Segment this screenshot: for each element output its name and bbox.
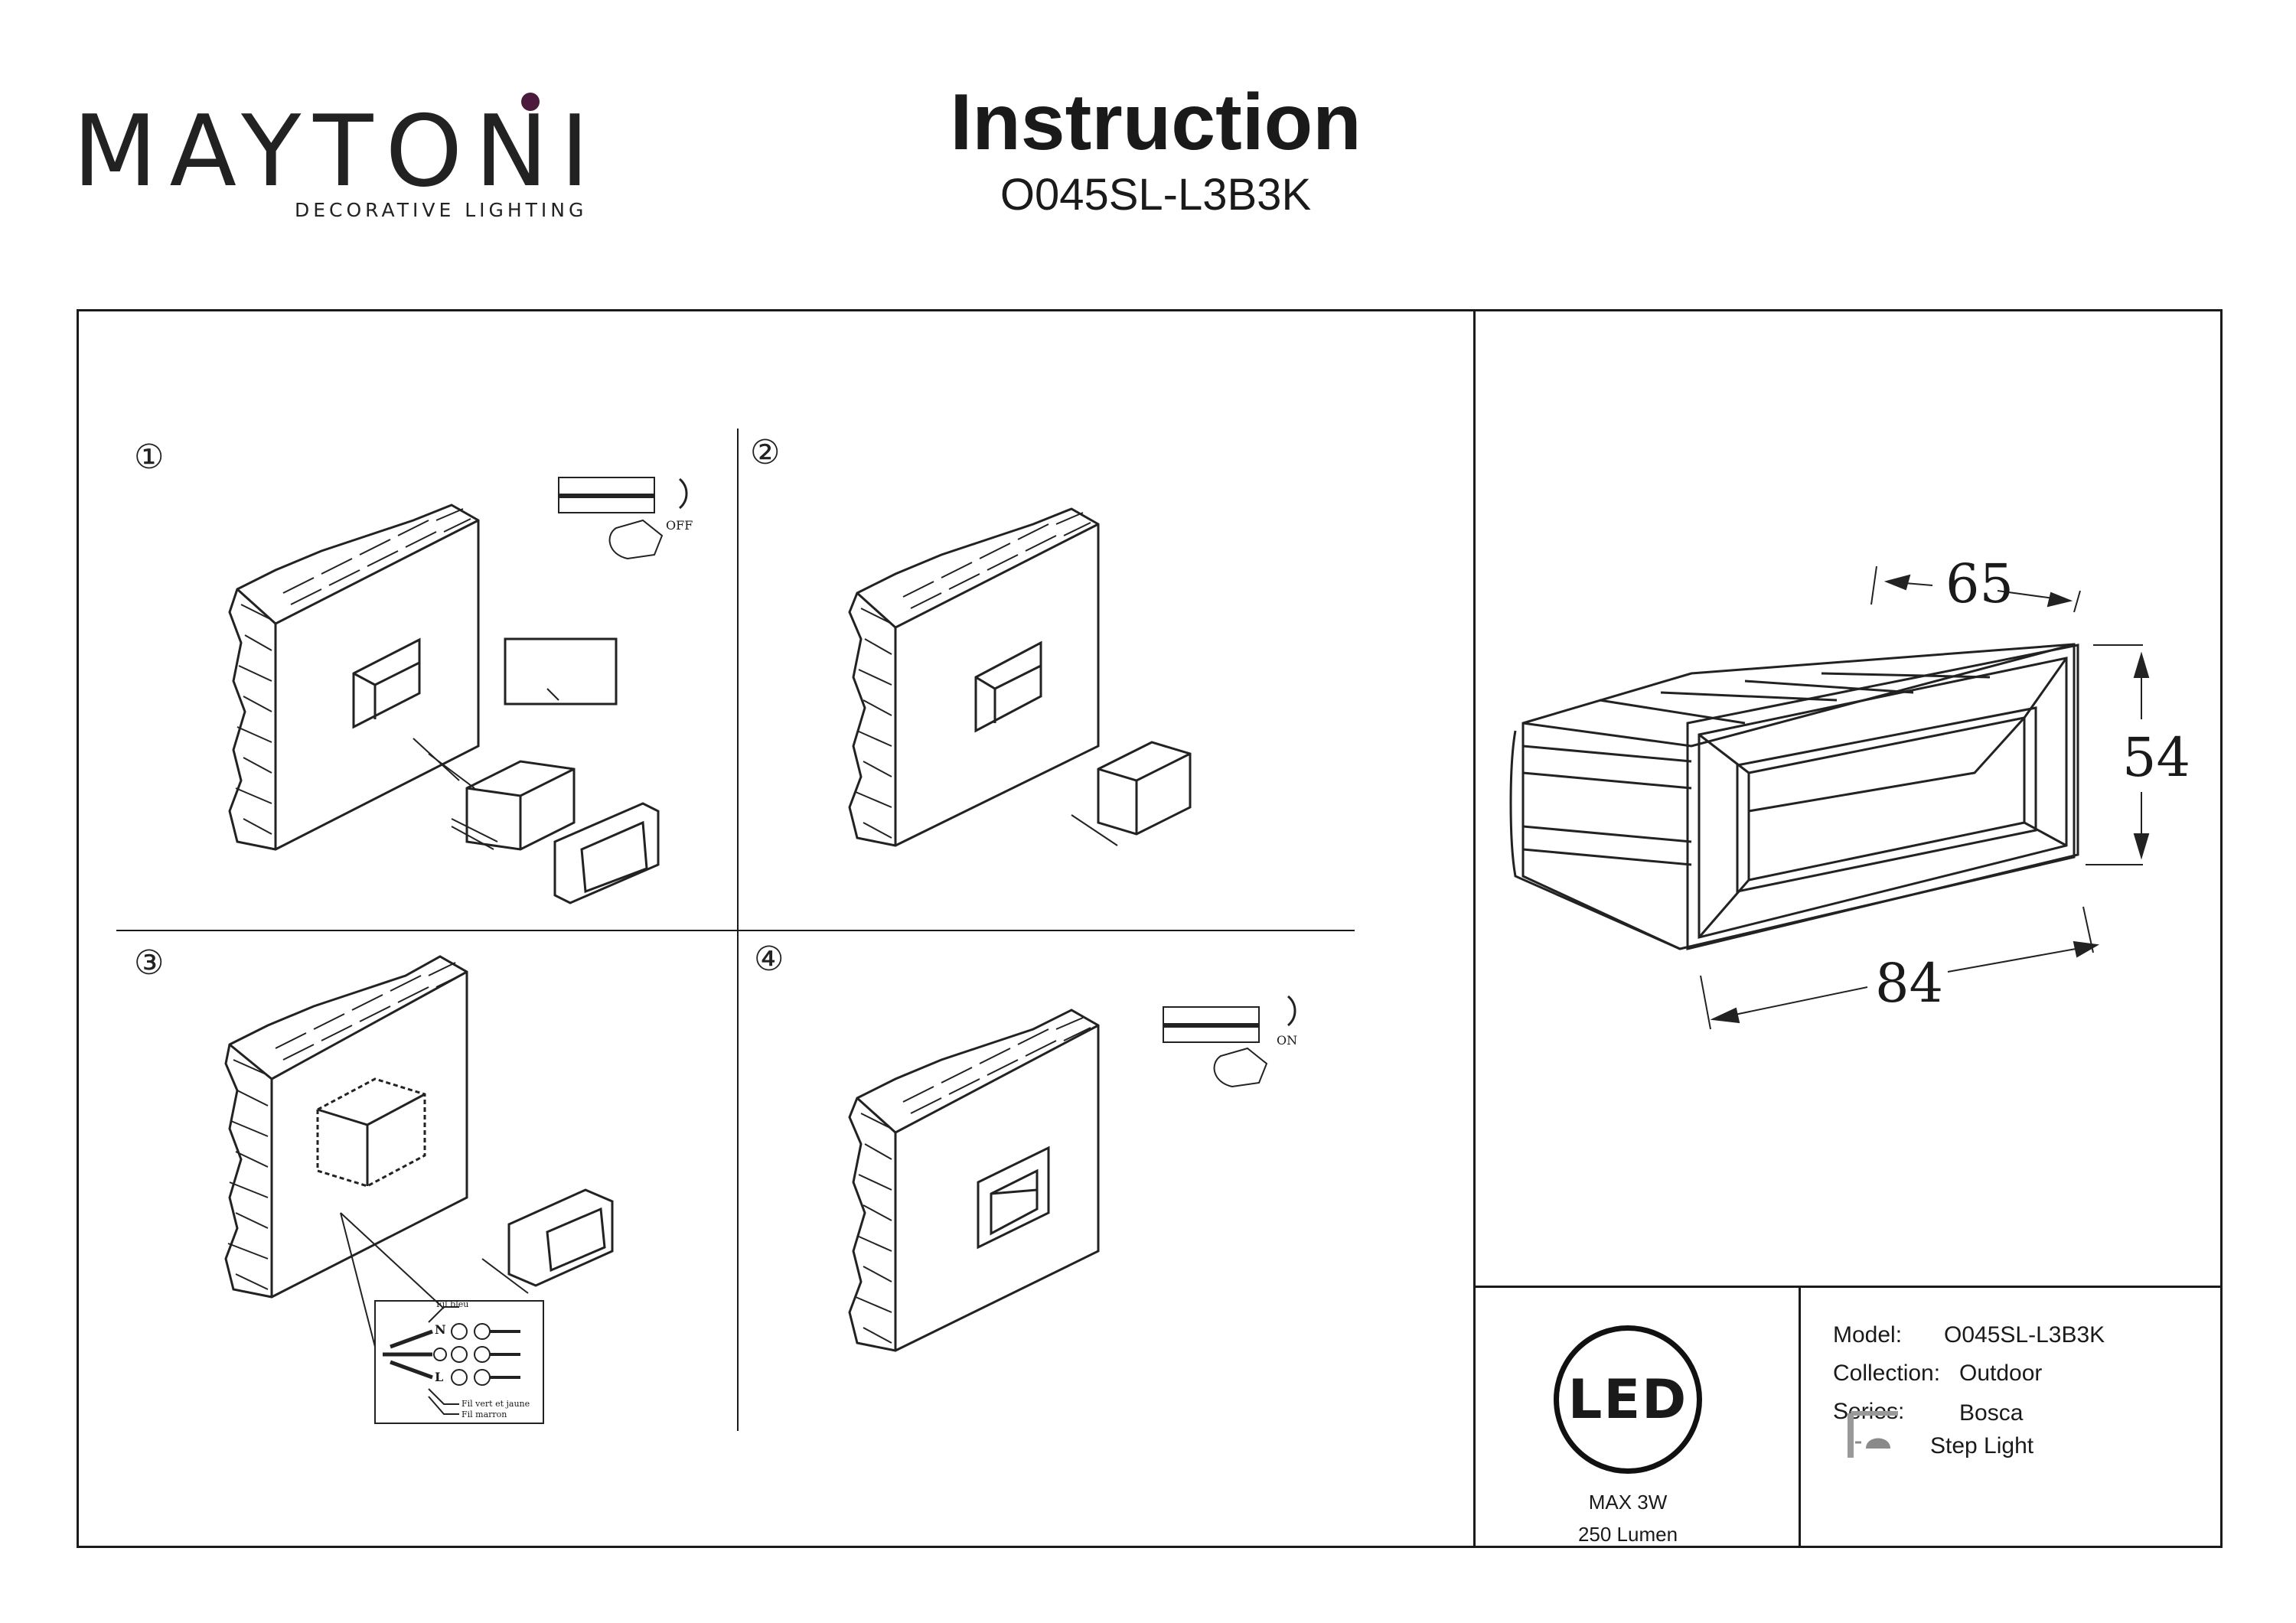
step-1-switch-state: OFF (666, 518, 693, 533)
brand-logo: MAYTONI DECORATIVE LIGHTING (73, 80, 589, 233)
spec-collection-value: Outdoor (1959, 1361, 2043, 1386)
frame-divider-horizontal (1473, 1286, 2223, 1288)
brand-name: MAYTONI (73, 95, 602, 209)
step-1-number: ① (134, 438, 165, 477)
step-2-number: ② (750, 433, 781, 472)
dimension-height: 54 (2122, 726, 2191, 789)
led-max-power: MAX 3W (1588, 1491, 1668, 1514)
spec-type-value: Step Light (1930, 1433, 2034, 1458)
step-light-icon (1848, 1411, 1898, 1458)
frame-divider-vertical (1473, 309, 1476, 1548)
step-4-number: ④ (754, 940, 784, 979)
page-title: Instruction (950, 78, 1362, 167)
wire-label-blue: Fil bleu (436, 1299, 469, 1309)
spec-collection-label: Collection: (1833, 1361, 1941, 1386)
wire-label-green-yellow: Fil vert et jaune (461, 1399, 530, 1409)
brand-tagline: DECORATIVE LIGHTING (295, 199, 588, 221)
spec-series-value: Bosca (1959, 1400, 2024, 1426)
led-lumen: 250 Lumen (1577, 1523, 1678, 1546)
brand-dot-icon (521, 93, 540, 111)
instruction-frame (77, 309, 2223, 1548)
spec-divider (1799, 1286, 1801, 1548)
wire-label-n: N (435, 1322, 446, 1337)
step-grid-horizontal (116, 930, 1355, 931)
wire-label-brown: Fil marron (461, 1410, 507, 1419)
spec-model-value: O045SL-L3B3K (1944, 1322, 2105, 1348)
step-4-switch-state: ON (1277, 1033, 1298, 1048)
dimension-width: 84 (1875, 952, 1944, 1015)
led-icon: LED (1554, 1325, 1702, 1474)
model-code: O045SL-L3B3K (1000, 170, 1312, 220)
step-3-number: ③ (134, 943, 165, 983)
spec-model-label: Model: (1833, 1322, 1903, 1348)
wire-label-l: L (435, 1370, 444, 1384)
led-badge-text: LED (1567, 1368, 1688, 1431)
dimension-depth: 65 (1945, 552, 2014, 615)
